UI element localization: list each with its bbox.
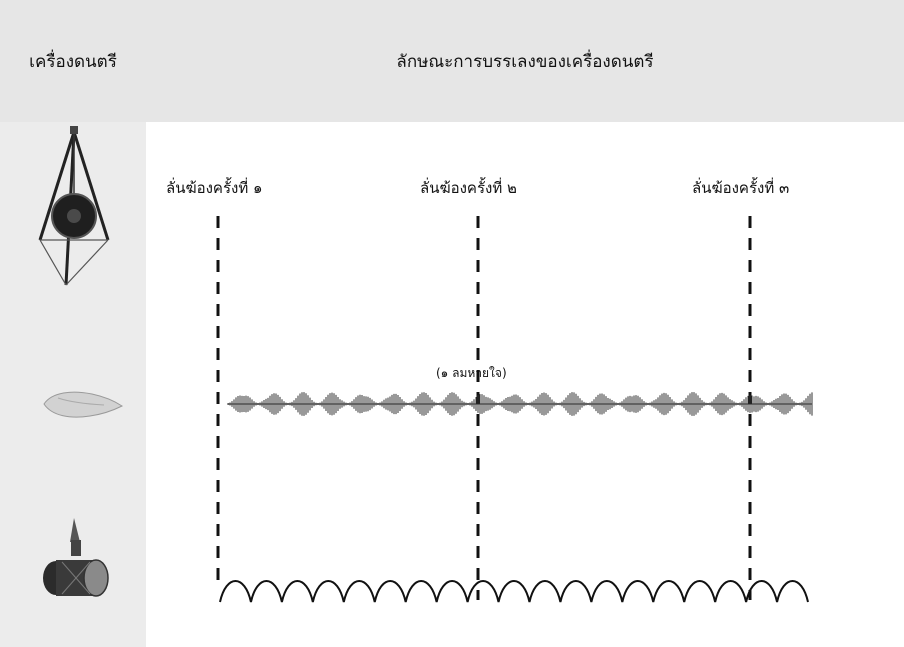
strike-label-2: ลั่นฆ้องครั้งที่ ๒ bbox=[420, 179, 517, 197]
pattern-area bbox=[146, 122, 904, 647]
conch-waveform bbox=[227, 392, 813, 416]
strike-label-3: ลั่นฆ้องครั้งที่ ๓ bbox=[692, 179, 790, 197]
hand-drum-icon bbox=[43, 518, 109, 597]
drum-waveform bbox=[219, 580, 809, 603]
gong-icon bbox=[38, 126, 110, 286]
strike-label-1: ลั่นฆ้องครั้งที่ ๑ bbox=[166, 179, 263, 197]
breath-label: (๑ ลมหายใจ) bbox=[436, 366, 507, 380]
instrument-column-header: เครื่องดนตรี bbox=[29, 51, 117, 72]
pattern-column-header: ลักษณะการบรรเลงของเครื่องดนตรี bbox=[396, 51, 654, 72]
conch-shell-icon bbox=[43, 391, 123, 418]
header-bar: เครื่องดนตรี ลักษณะการบรรเลงของเครื่องดน… bbox=[0, 0, 904, 122]
